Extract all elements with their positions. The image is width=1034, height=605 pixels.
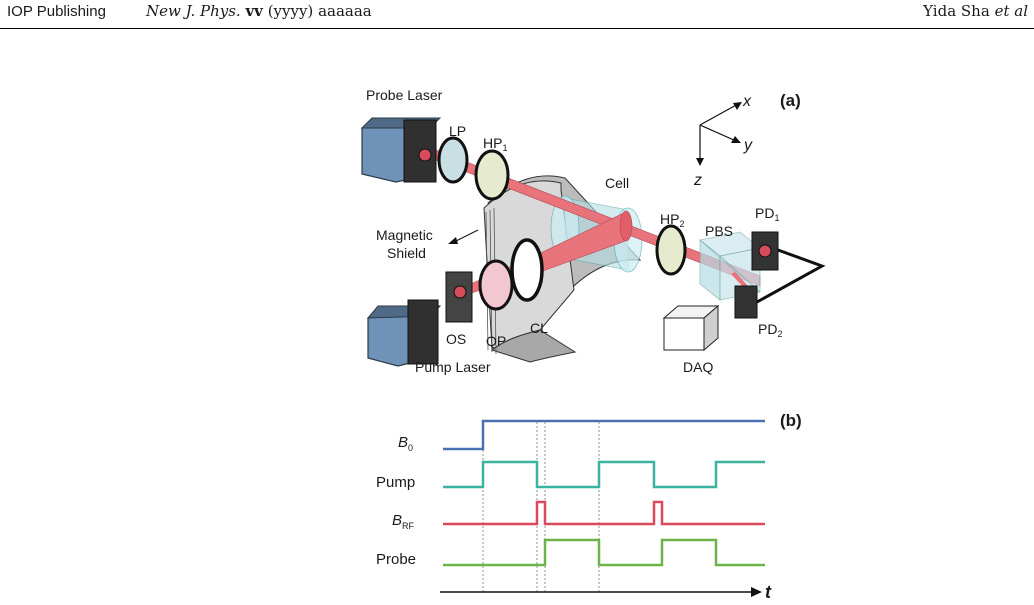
panel-b-tag: (b) [780,411,802,430]
brf-label: BRF [392,512,415,531]
brf-label-sub: RF [402,521,414,531]
optical-shutter [445,271,473,323]
timing-guides [482,422,600,593]
probe-laser-label: Probe Laser [366,87,443,103]
brf-label-main: B [392,512,402,529]
b0-trace [443,419,765,451]
cl-label: CL [530,320,548,336]
brf-trace [443,500,765,526]
hp1-label-main: HP [483,135,502,151]
hp1-label: HP1 [483,135,507,153]
hp1-element [474,149,510,201]
detector-wiring [756,248,826,304]
journal-name: New J. Phys. [146,2,241,20]
panel-a-tag: (a) [780,91,801,110]
cl-element [510,238,544,302]
pd2-label-main: PD [758,321,777,337]
author-etal: et al [994,2,1028,20]
pd1-label-sub: 1 [774,213,779,223]
header-rule [0,28,1034,29]
hp2-label-main: HP [660,211,679,227]
shield-label: Shield [387,245,426,261]
cell-label: Cell [605,175,629,191]
coordinate-axes [696,102,742,166]
hp2-label: HP2 [660,211,684,229]
pbs-label: PBS [705,223,733,239]
photodiode-2 [734,285,758,319]
pd2-label-sub: 2 [777,329,782,339]
lp-element [437,136,469,184]
pump-laser [366,299,442,367]
axis-z-label: z [693,172,702,189]
journal-citation: New J. Phys. vv (yyyy) aaaaaa [146,2,372,20]
axis-y-label: y [743,137,753,154]
hp2-label-sub: 2 [679,219,684,229]
b0-label: B0 [398,434,413,453]
lp-label: LP [449,123,466,139]
publisher-label: IOP Publishing [7,3,106,20]
pd2-label: PD2 [758,321,782,339]
hp1-label-sub: 1 [502,143,507,153]
pd1-label: PD1 [755,205,779,223]
probe-label: Probe [376,551,416,568]
daq-label: DAQ [683,359,713,375]
qp-label: QP [486,333,506,349]
hp2-element [655,224,687,276]
photodiode-1 [751,231,779,271]
journal-article: aaaaaa [318,2,372,20]
probe-trace [443,538,765,567]
pd1-label-main: PD [755,205,774,221]
probe-laser [360,117,442,183]
b0-label-sub: 0 [408,443,413,453]
os-label: OS [446,331,466,347]
author-line: Yida Sha et al [923,2,1028,20]
time-axis-label: t [765,582,772,602]
journal-year: (yyyy) [267,2,314,20]
panel-a-setup: (a) x y z Probe Laser LP HP1 Cell Magnet… [360,87,826,375]
panel-b-timing: (b) t B0 Pump BRF Probe [376,411,802,602]
magnetic-label: Magnetic [376,227,433,243]
pump-laser-label: Pump Laser [415,359,491,375]
time-axis-arrow [751,587,762,597]
b0-label-main: B [398,434,408,451]
axis-x-label: x [742,93,752,110]
journal-volume: vv [245,2,263,20]
daq-box [662,304,720,352]
pump-trace [443,460,765,489]
pump-label: Pump [376,474,415,491]
qp-element [478,259,514,311]
author-name: Yida Sha [923,2,990,20]
